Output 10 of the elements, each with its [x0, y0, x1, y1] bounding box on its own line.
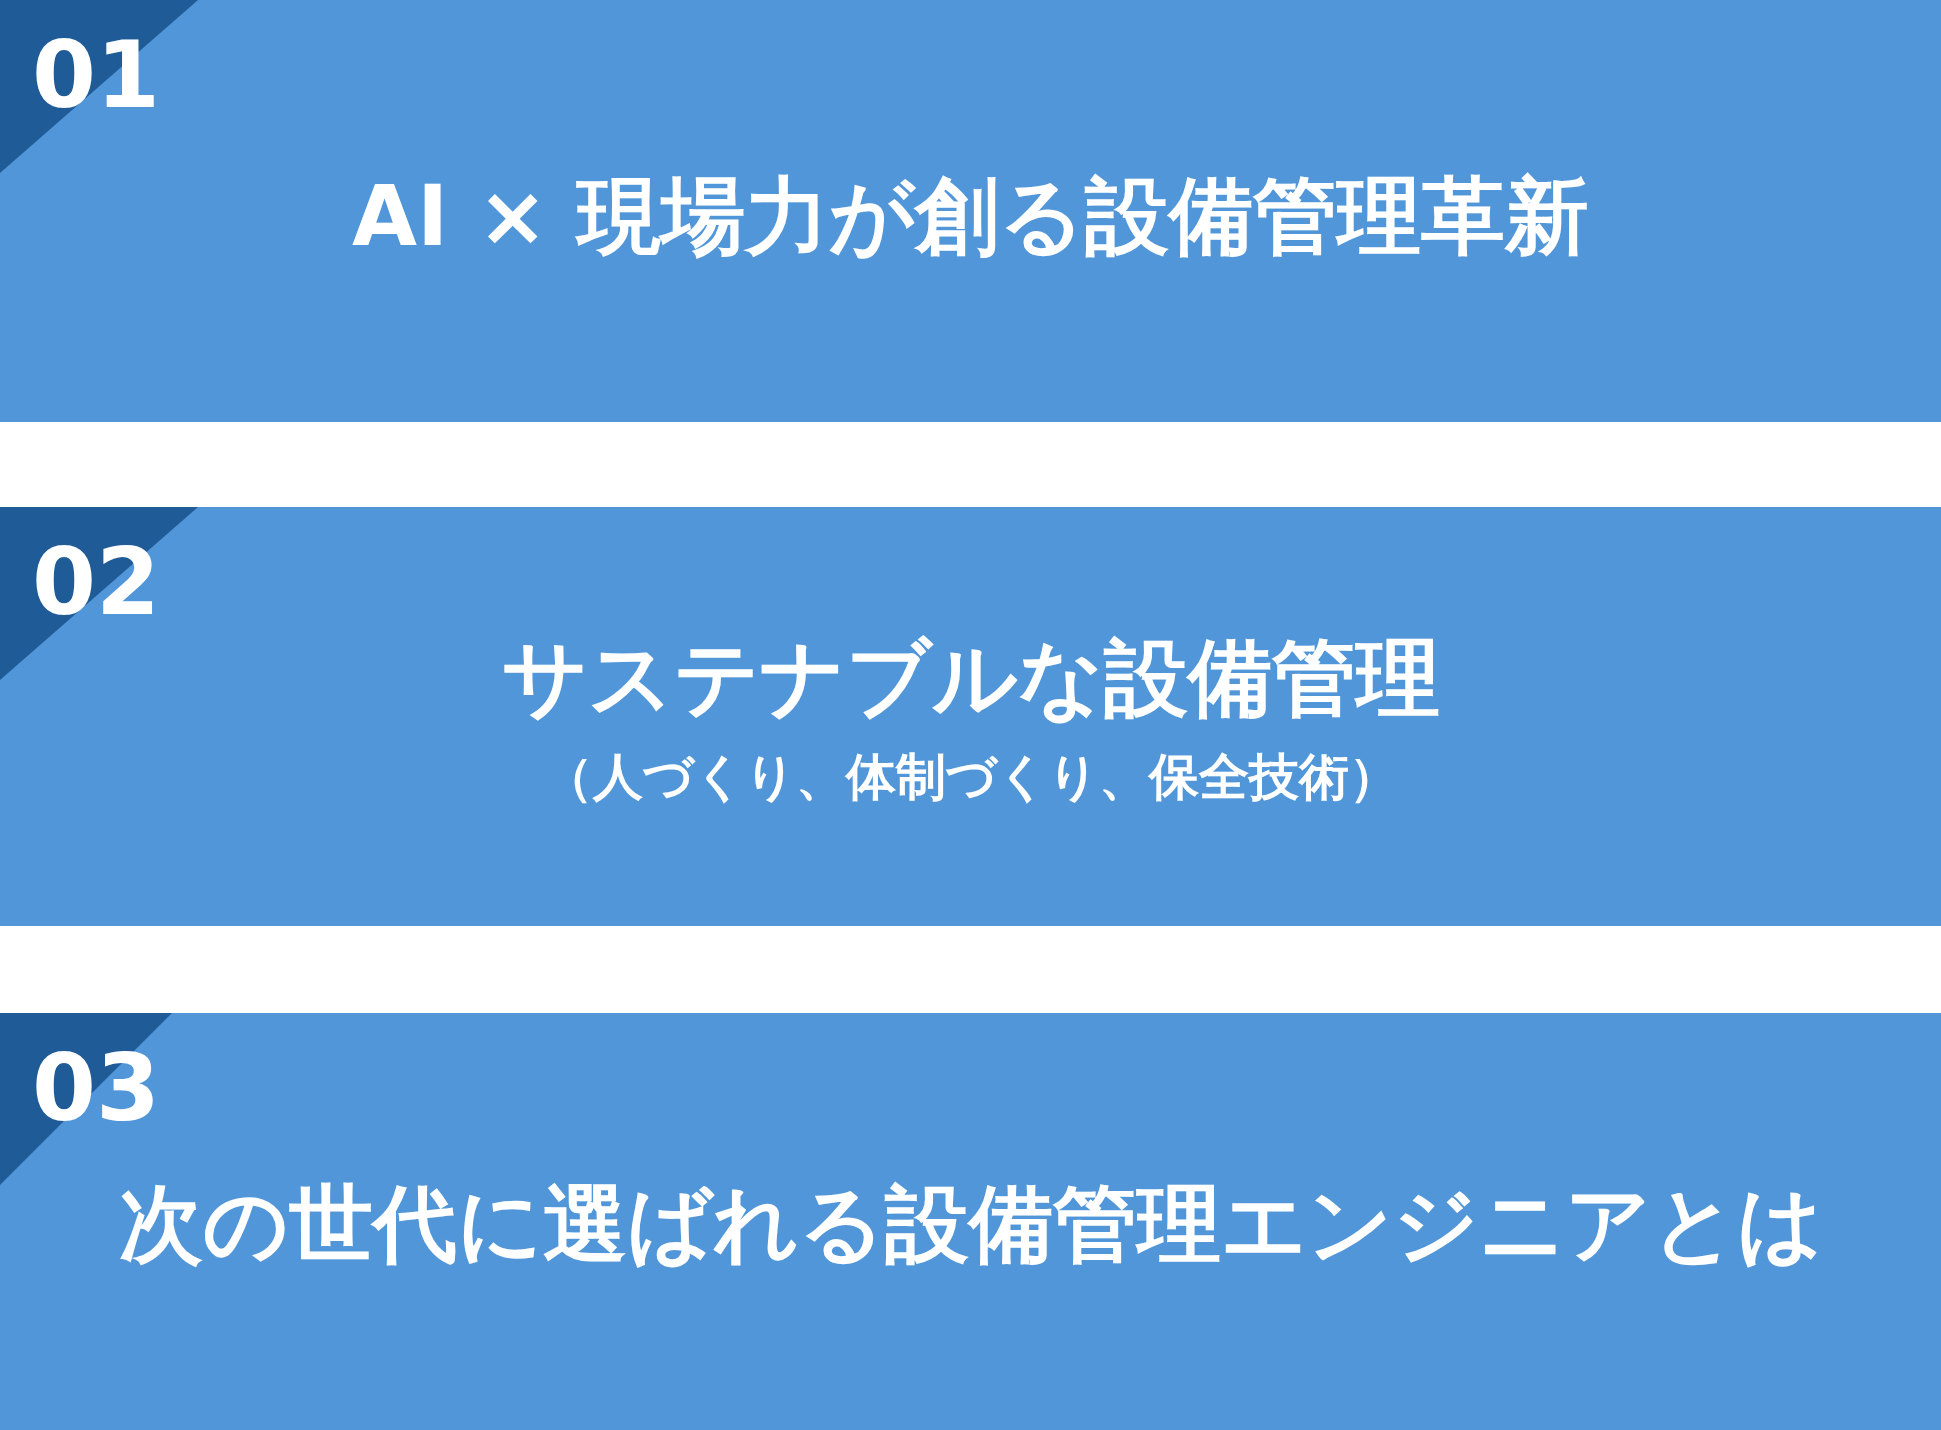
banner-subtitle: （人づくり、体制づくり、保全技術） — [541, 750, 1400, 805]
section-number: 03 — [32, 1043, 161, 1135]
banner — [0, 1013, 1941, 1430]
section-number: 02 — [32, 537, 161, 629]
banner-title: AI × 現場力が創る設備管理革新 — [350, 170, 1591, 263]
section-number: 01 — [32, 30, 161, 122]
banner — [0, 0, 1941, 422]
banner-title: 次の世代に選ばれる設備管理エンジニアとは — [117, 1178, 1824, 1271]
banner — [0, 507, 1941, 926]
banner-title: サステナブルな設備管理 — [500, 632, 1441, 725]
